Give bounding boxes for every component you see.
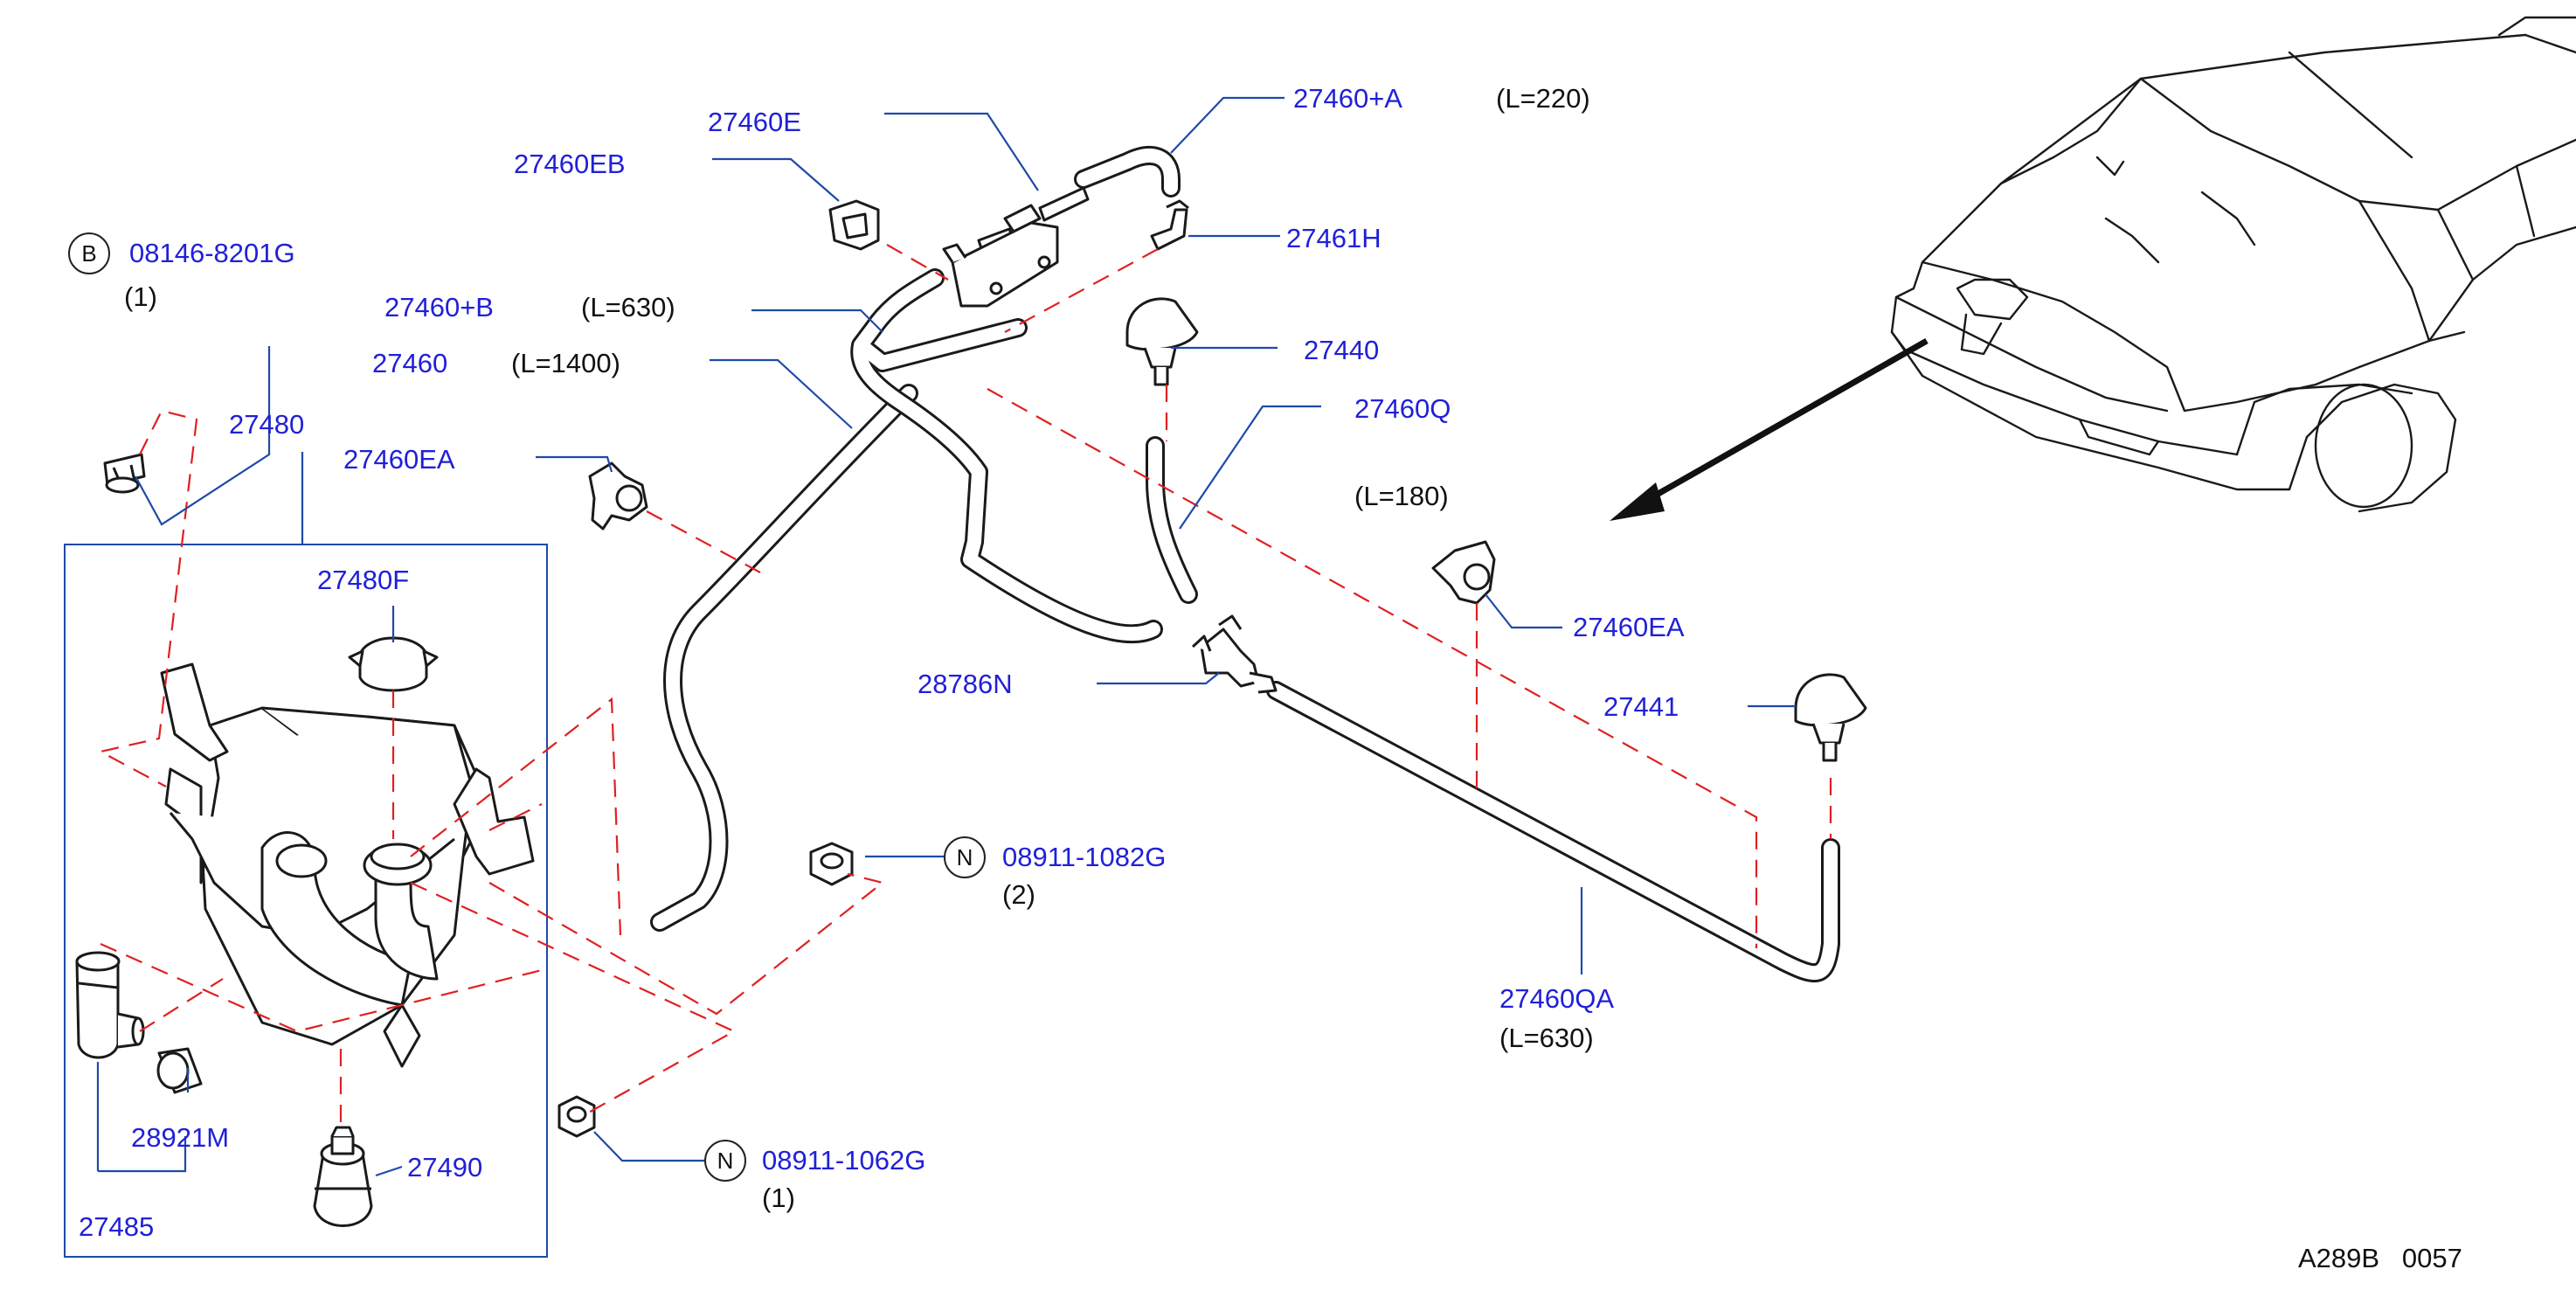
hose-clip-27460ea-right <box>1431 540 1496 605</box>
length-note-27460-plus-b: (L=630) <box>581 292 675 323</box>
washer-nozzle-27440 <box>1125 297 1199 386</box>
part-number-28921m[interactable]: 28921M <box>131 1122 230 1153</box>
pump-grommet <box>156 1047 203 1094</box>
reservoir-cap <box>348 636 439 692</box>
length-note-27460-plus-a: (L=220) <box>1496 83 1590 114</box>
part-number-27490[interactable]: 27490 <box>407 1152 483 1183</box>
hose-27460-plus-a <box>1074 145 1181 198</box>
assembly-guides <box>97 244 1832 1132</box>
part-number-27460eb[interactable]: 27460EB <box>514 149 626 179</box>
part-number-27480[interactable]: 27480 <box>229 409 305 440</box>
quantity-08911-1082g: (2) <box>1002 879 1035 910</box>
nut-type-badge-n-2: N <box>704 1140 746 1182</box>
hose-27460qa <box>1266 681 1840 983</box>
part-number-27460ea-left[interactable]: 27460EA <box>343 444 455 475</box>
part-number-27460-plus-a[interactable]: 27460+A <box>1293 83 1402 114</box>
part-number-08146-8201g[interactable]: 08146-8201G <box>129 238 295 268</box>
part-number-08911-1082g[interactable]: 08911-1082G <box>1002 842 1167 872</box>
level-sensor <box>313 1126 373 1227</box>
part-number-27440[interactable]: 27440 <box>1304 335 1380 365</box>
part-number-08911-1062g[interactable]: 08911-1062G <box>762 1145 926 1176</box>
location-arrow <box>1610 337 1929 521</box>
vehicle-illustration <box>1890 16 2576 513</box>
bolt-type-badge-b: B <box>68 232 110 274</box>
length-note-27460q: (L=180) <box>1354 481 1449 511</box>
nut-08911-1062g <box>557 1095 596 1138</box>
part-number-27460q[interactable]: 27460Q <box>1354 393 1451 424</box>
part-number-27460[interactable]: 27460 <box>372 348 448 378</box>
part-number-27460ea-right[interactable]: 27460EA <box>1573 612 1685 642</box>
part-number-27461h[interactable]: 27461H <box>1286 223 1381 253</box>
length-note-27460: (L=1400) <box>511 348 620 378</box>
hose-27460q <box>1146 436 1198 604</box>
part-number-28786n[interactable]: 28786N <box>918 669 1013 699</box>
leader-lines <box>96 96 1796 1177</box>
nut-08911-1082g <box>809 842 854 886</box>
hose-bracket-27460e <box>942 221 1059 308</box>
washer-reservoir-tank <box>160 662 535 1068</box>
nut-type-badge-n: N <box>944 836 986 878</box>
bolt <box>103 453 146 494</box>
part-number-27441[interactable]: 27441 <box>1603 691 1679 722</box>
elbow-connector <box>1150 199 1189 251</box>
three-way-joint <box>1191 614 1278 694</box>
washer-pump <box>75 951 145 1059</box>
quantity-08146-8201g: (1) <box>124 281 157 312</box>
hose-clip-27460eb <box>828 199 880 251</box>
hose-27460 <box>650 384 918 932</box>
washer-nozzle-27441 <box>1794 673 1867 762</box>
part-number-27460-plus-b[interactable]: 27460+B <box>384 292 494 323</box>
hose-27460-plus-b <box>850 268 1163 644</box>
part-number-27480f[interactable]: 27480F <box>317 565 410 595</box>
part-number-27460e[interactable]: 27460E <box>708 107 801 137</box>
reservoir-assembly-box <box>64 544 548 1258</box>
part-number-27485[interactable]: 27485 <box>79 1211 155 1242</box>
hose-clip-27460ea-left <box>588 461 648 531</box>
part-number-27460qa[interactable]: 27460QA <box>1499 983 1614 1014</box>
quantity-08911-1062g: (1) <box>762 1183 795 1213</box>
diagram-reference-code: A289B 0057 <box>2298 1243 2462 1273</box>
length-note-27460qa: (L=630) <box>1499 1023 1594 1053</box>
